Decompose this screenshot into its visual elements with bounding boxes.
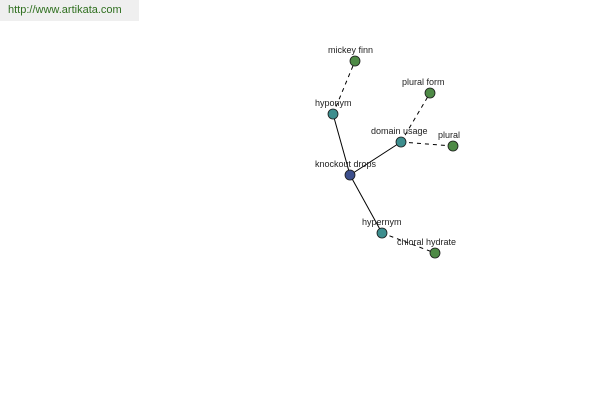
label-plural[interactable]: plural: [438, 130, 460, 140]
source-url[interactable]: http://www.artikata.com: [8, 4, 122, 16]
node-domain-usage[interactable]: [395, 136, 407, 148]
edge-hyponym-to-mickey-finn: [332, 60, 356, 115]
node-hyponym[interactable]: [327, 108, 339, 120]
url-banner: http://www.artikata.com: [0, 0, 139, 21]
graph-labels: knockout drops hyponym mickey finn domain u…: [315, 45, 460, 247]
node-plural-form[interactable]: [424, 87, 436, 99]
graph-nodes: [327, 55, 459, 259]
edge-knockout-drops-to-hypernym: [349, 174, 383, 234]
graph-edges: [332, 60, 454, 254]
node-plural[interactable]: [447, 140, 459, 152]
label-domain-usage[interactable]: domain usage: [371, 126, 428, 136]
edge-knockout-drops-to-hyponym: [332, 113, 351, 176]
edge-hypernym-to-chloral-hydrate: [381, 232, 436, 254]
edge-domain-usage-to-plural: [400, 141, 454, 147]
edge-domain-usage-to-plural-form: [400, 92, 431, 143]
label-chloral-hydrate[interactable]: chloral hydrate: [397, 237, 456, 247]
label-plural-form[interactable]: plural form: [402, 77, 445, 87]
label-hypernym[interactable]: hypernym: [362, 217, 402, 227]
label-knockout-drops[interactable]: knockout drops: [315, 159, 377, 169]
node-hypernym[interactable]: [376, 227, 388, 239]
label-hyponym[interactable]: hyponym: [315, 98, 352, 108]
node-knockout-drops[interactable]: [344, 169, 356, 181]
node-chloral-hydrate[interactable]: [429, 247, 441, 259]
edge-knockout-drops-to-domain-usage: [349, 141, 402, 176]
node-mickey-finn[interactable]: [349, 55, 361, 67]
label-mickey-finn[interactable]: mickey finn: [328, 45, 373, 55]
